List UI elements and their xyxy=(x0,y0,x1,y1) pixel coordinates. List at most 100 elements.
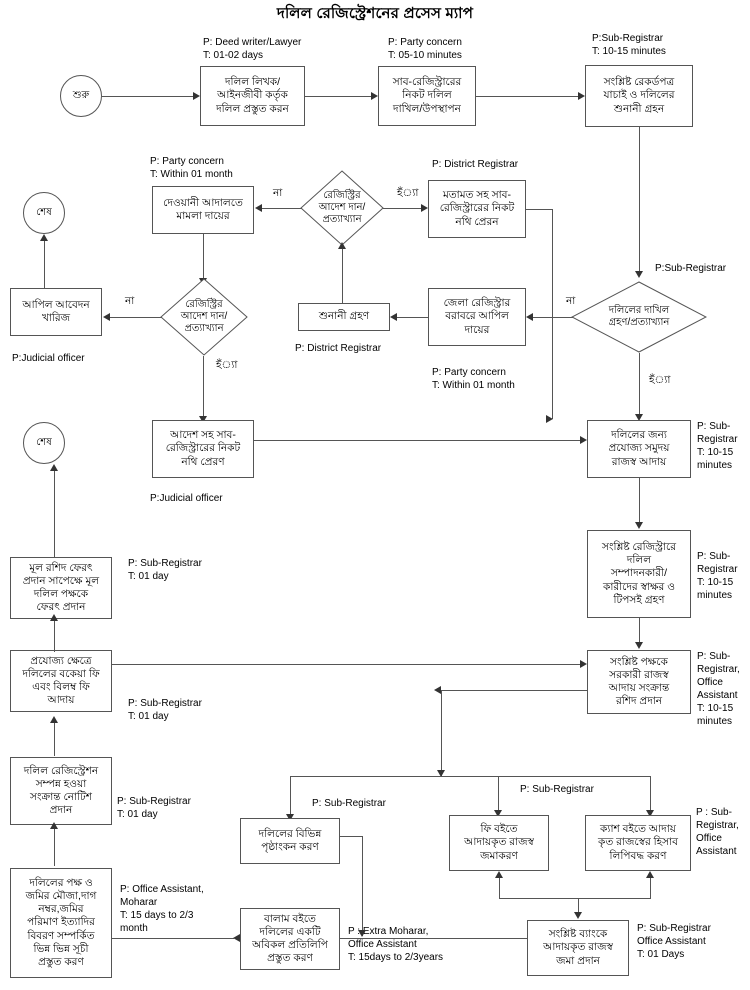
decision-label: রেজিস্ট্রির আদেশ দান/ প্রত্যাখ্যান xyxy=(180,299,228,334)
annotation-order-to-subregistrar: P:Judicial officer xyxy=(150,493,223,504)
edge-appeal-to-end xyxy=(44,240,45,288)
edge-index-to-notice xyxy=(54,828,55,866)
node-civil-court-case[interactable]: দেওয়ানী আদালতে মামলা দায়ের xyxy=(152,186,254,234)
annotation-deed-prepare: P: Deed writer/Lawyer T: 01-02 days xyxy=(203,37,302,61)
node-submit-subregistrar[interactable]: সাব-রেজিস্ট্রারের নিকট দলিল দাখিল/উপস্থা… xyxy=(378,66,476,126)
arrowhead xyxy=(437,770,445,777)
edge-bank-left-tail xyxy=(340,938,528,939)
annotation-prepare-index: P: Office Assistant, Moharar T: 15 days … xyxy=(120,884,204,934)
annotation-bank-deposit: P: Sub-Registrar Office Assistant T: 01 … xyxy=(637,923,711,960)
arrowhead xyxy=(199,416,207,423)
arrowhead xyxy=(50,716,58,723)
arrowhead xyxy=(646,810,654,817)
edge-start-to-deed xyxy=(102,96,193,97)
edge-bank-bus xyxy=(499,898,651,899)
arrowhead xyxy=(635,414,643,421)
decision-registrar-order-left[interactable]: রেজিস্ট্রির আদেশ দান/ প্রত্যাখ্যান xyxy=(160,278,248,356)
annotation-cash-book: P : Sub- Registrar, Office Assistant xyxy=(696,807,739,857)
edge-bank-down xyxy=(578,898,579,914)
edge-label-no-right: না xyxy=(565,295,577,307)
edge-top-decision-to-opinion xyxy=(383,208,421,209)
node-return-original-deed[interactable]: মূল রশিদ ফেরৎ প্রদান সাপেক্ষে মূল দলিল প… xyxy=(10,557,112,619)
edge-branch-cash-book xyxy=(650,776,651,816)
node-endorsement[interactable]: দলিলের বিভিন্ন পৃষ্ঠাংকন করণ xyxy=(240,818,340,864)
arrowhead xyxy=(50,464,58,471)
node-deed-prepare[interactable]: দলিল লিখক/ আইনজীবী কর্তৃক দলিল প্রস্তুত … xyxy=(200,66,305,126)
arrowhead xyxy=(286,814,294,821)
edge-opinion-down xyxy=(552,209,553,419)
diamond-shape-icon xyxy=(571,281,707,353)
node-appeal-district-registrar[interactable]: জেলা রেজিস্ট্রার বরাবরে আপিল দায়ের xyxy=(428,288,526,346)
edge-label-no-top: না xyxy=(272,187,284,199)
annotation-verify-records: P:Sub-Registrar T: 10-15 minutes xyxy=(592,33,666,57)
edge-arrears-to-receipt xyxy=(112,664,580,665)
decision-deed-accept[interactable]: দলিলের দাখিল গ্রহণ/প্রত্যাখ্যান xyxy=(571,281,707,353)
edge-endorsement-down xyxy=(362,836,363,936)
edge-notice-to-arrears xyxy=(54,722,55,756)
node-registration-notice[interactable]: দলিল রেজিস্ট্রেশন সম্পন্ন হওয়া সংক্রান্… xyxy=(10,757,112,825)
arrowhead xyxy=(390,313,397,321)
page-title: দলিল রেজিস্ট্রেশনের প্রসেস ম্যাপ xyxy=(276,5,474,22)
edge-hearing-to-top-decision xyxy=(342,248,343,304)
diamond-shape-icon xyxy=(160,278,248,356)
edge-bank-up-cash xyxy=(650,877,651,899)
edge-decision-to-appeal xyxy=(533,317,573,318)
arrowhead xyxy=(358,930,366,937)
edge-revenue-to-signature xyxy=(639,478,640,524)
node-prepare-index[interactable]: দলিলের পক্ষ ও জমির মৌজা,দাগ নম্বর,জমির প… xyxy=(10,868,112,978)
edge-left-decision-to-order xyxy=(203,356,204,418)
arrowhead xyxy=(103,313,110,321)
annotation-arrears-late-fee: P: Sub-Registrar T: 01 day xyxy=(128,698,202,722)
edge-return-to-end xyxy=(54,470,55,558)
arrowhead xyxy=(495,871,503,878)
annotation-civil-court: P: Party concern T: Within 01 month xyxy=(150,156,233,180)
edge-receipt-left xyxy=(441,690,587,691)
annotation-fee-book: P: Sub-Registrar xyxy=(520,784,594,795)
arrowhead xyxy=(526,313,533,321)
annotation-receipt-issue: P: Sub- Registrar, Office Assistant T: 1… xyxy=(697,651,740,727)
annotation-appeal-rejected: P:Judicial officer xyxy=(12,353,85,364)
edge-bank-up-fee xyxy=(499,877,500,899)
edge-opinion-right xyxy=(526,209,553,210)
edge-label-yes-right: হঁ্যা xyxy=(648,374,672,386)
edge-label-no-left: না xyxy=(124,295,136,307)
arrowhead xyxy=(338,242,346,249)
node-start[interactable]: শুরু xyxy=(60,75,102,117)
arrowhead xyxy=(494,810,502,817)
node-appeal-rejected[interactable]: আপিল আবেদন খারিজ xyxy=(10,288,102,336)
edge-signature-to-receipt xyxy=(639,618,640,644)
annotation-collect-revenue: P: Sub- Registrar T: 10-15 minutes xyxy=(697,421,738,471)
edge-top-decision-to-court xyxy=(262,208,302,209)
decision-registrar-order-top[interactable]: রেজিস্ট্রির আদেশ দান/ প্রত্যাখ্যান xyxy=(300,170,384,246)
annotation-deed-accept: P:Sub-Registrar xyxy=(655,263,727,274)
edge-appeal-to-hearing xyxy=(397,317,429,318)
decision-label: রেজিস্ট্রির আদেশ দান/ প্রত্যাখ্যান xyxy=(318,190,366,225)
node-signature-collect[interactable]: সংশ্লিষ্ট রেজিস্ট্রারে দলিল সম্পাদনকারী/… xyxy=(587,530,691,618)
arrowhead xyxy=(255,204,262,212)
node-cash-book-entry[interactable]: ক্যাশ বইতে আদায় কৃত রাজস্বের হিসাব লিপি… xyxy=(585,815,691,871)
node-order-to-subregistrar[interactable]: আদেশ সহ সাব- রেজিস্ট্রারের নিকট নথি প্রে… xyxy=(152,420,254,478)
arrowhead xyxy=(574,912,582,919)
node-balam-copy[interactable]: বালাম বইতে দলিলের একটি অবিকল প্রতিলিপি প… xyxy=(240,908,340,970)
edge-branch-fee-book xyxy=(498,776,499,816)
node-fee-book-entry[interactable]: ফি বইতে আদায়কৃত রাজস্ব জমাকরণ xyxy=(449,815,549,871)
node-bank-deposit[interactable]: সংশ্লিষ্ট ব্যাংকে আদায়কৃত রাজস্ব জমা প্… xyxy=(527,920,629,976)
node-end-top[interactable]: শেষ xyxy=(23,192,65,234)
edge-receipt-branch-down xyxy=(441,690,442,776)
node-collect-revenue[interactable]: দলিলের জন্য প্রযোজ্য সমুদয় রাজস্ব আদায় xyxy=(587,420,691,478)
arrowhead xyxy=(635,642,643,649)
node-opinion-to-subregistrar[interactable]: মতামত সহ সাব- রেজিস্ট্রারের নিকট নথি প্র… xyxy=(428,180,526,238)
edge-branch-endorsement xyxy=(290,776,291,820)
arrowhead xyxy=(578,92,585,100)
node-receipt-issue[interactable]: সংশ্লিষ্ট পক্ষকে সরকারী রাজস্ব আদায় সংক… xyxy=(587,650,691,714)
edge-submit-to-verify xyxy=(476,96,578,97)
edge-distributor-bar xyxy=(290,776,650,777)
arrowhead xyxy=(421,204,428,212)
node-verify-records[interactable]: সংশ্লিষ্ট রেকর্ডপত্র যাচাই ও দলিলের শুনা… xyxy=(585,65,693,127)
node-hearing-accept[interactable]: শুনানী গ্রহণ xyxy=(298,303,390,331)
node-end-mid[interactable]: শেষ xyxy=(23,422,65,464)
node-arrears-late-fee[interactable]: প্রযোজ্য ক্ষেত্রে দলিলের বকেয়া ফি এবং ব… xyxy=(10,650,112,712)
arrowhead xyxy=(193,92,200,100)
edge-order-to-revenue xyxy=(254,440,580,441)
